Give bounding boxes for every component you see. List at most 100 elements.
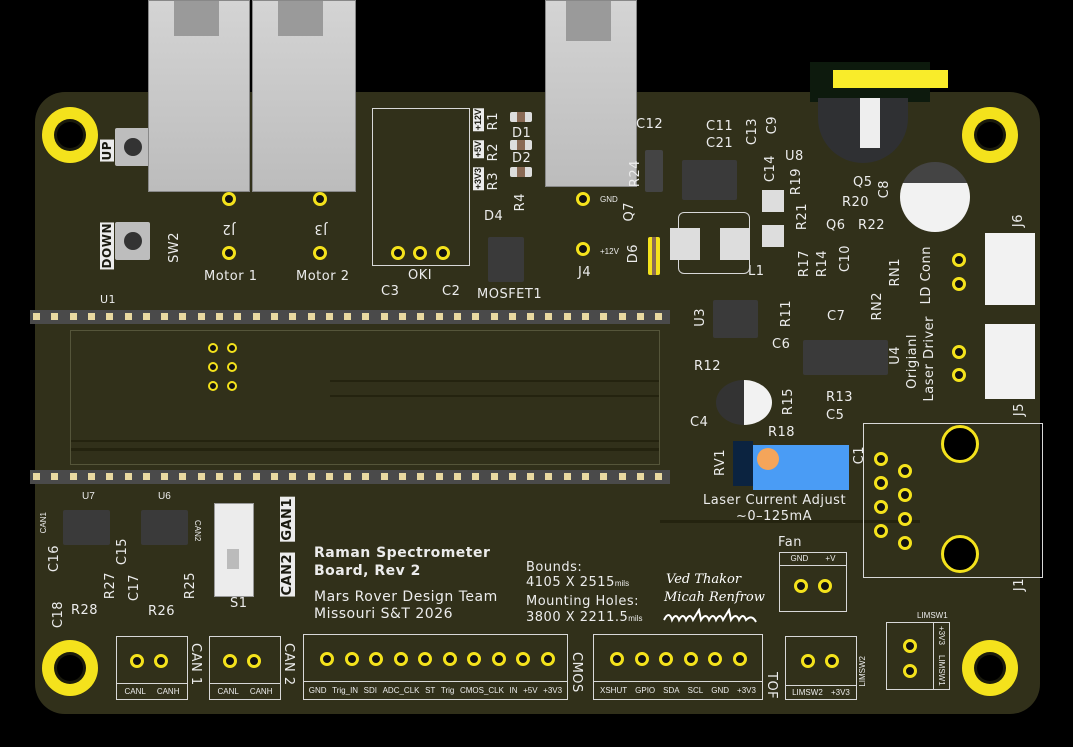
u1-pad	[208, 381, 218, 391]
header-pin	[655, 313, 663, 320]
j4-pad-gnd	[576, 192, 590, 206]
j6-connector	[985, 233, 1035, 305]
can2-small-label: CAN2	[193, 520, 202, 542]
header-pin	[362, 313, 370, 320]
header-pin	[545, 473, 553, 480]
u6-label: U6	[158, 491, 171, 502]
u1-pad	[208, 343, 218, 353]
tof-pin-label: SCL	[687, 686, 704, 695]
trace	[330, 395, 660, 397]
header-pin	[636, 473, 644, 480]
r25-label: R25	[183, 572, 198, 600]
laser-range-label: ~0–125mA	[736, 509, 813, 524]
can2-pad	[247, 654, 261, 668]
r11-label: R11	[779, 300, 794, 328]
header-pin	[33, 313, 40, 320]
tof-pin-label: GND	[711, 686, 729, 695]
up-button[interactable]	[115, 128, 150, 166]
j5-pad	[952, 345, 966, 359]
header-pin	[106, 473, 114, 480]
header-pin	[234, 473, 242, 480]
led-d2	[510, 140, 532, 150]
rn1-label: RN1	[888, 258, 903, 287]
c3-label: C3	[381, 284, 400, 299]
cmos-pin-label: +3V3	[543, 686, 563, 695]
header-pin	[563, 313, 571, 320]
down-button[interactable]	[115, 222, 150, 260]
team-name: Mars Rover Design Team	[314, 589, 498, 605]
tof-pin-label: XSHUT	[600, 686, 628, 695]
can1-pad	[154, 654, 168, 668]
s1-can-switch[interactable]	[214, 503, 254, 597]
rn2-label: RN2	[870, 292, 885, 321]
cmos-pad	[442, 652, 457, 666]
inductor-pad	[670, 228, 700, 260]
header-pin	[124, 313, 132, 320]
header-pin	[453, 313, 461, 320]
rv1-potentiometer[interactable]	[753, 445, 849, 490]
u8-label: U8	[785, 149, 804, 164]
j1-pin	[898, 488, 912, 502]
r24-label: R24	[628, 160, 643, 188]
j1-outline	[863, 423, 1043, 578]
c21-label: C21	[706, 136, 734, 151]
c8-capacitor	[900, 162, 970, 232]
d4-label: D4	[484, 209, 504, 224]
header-pin	[490, 313, 498, 320]
header-pin	[618, 473, 626, 480]
j5-label: J5	[1012, 403, 1027, 417]
j1-pin	[898, 536, 912, 550]
r26-label: R26	[148, 604, 176, 619]
c2-label: C2	[442, 284, 461, 299]
c5-label: C5	[826, 408, 845, 423]
tof-pad	[732, 652, 747, 666]
j4-pad-12v	[576, 242, 590, 256]
can1-label: CAN 1	[188, 643, 203, 686]
j2-label: J2	[222, 221, 236, 236]
j5-connector	[985, 324, 1035, 399]
r24-resistor	[645, 150, 663, 192]
header-pin	[69, 313, 77, 320]
u7-label: U7	[82, 491, 95, 502]
header-pin	[179, 473, 187, 480]
r21-label: R21	[795, 203, 810, 231]
mosfet-chip	[488, 237, 524, 282]
rv1-adjust-screw[interactable]	[757, 448, 779, 470]
header-pin	[87, 473, 95, 480]
motor2-connector	[252, 0, 356, 192]
u4-chip	[803, 340, 888, 375]
tof-pin-label: SDA	[663, 686, 680, 695]
can2-label: CAN2	[280, 553, 295, 597]
header-pin	[252, 473, 260, 480]
cmos-pad	[320, 652, 334, 666]
header-pin	[417, 313, 425, 320]
limsw2-label: LIMSW2	[858, 656, 867, 687]
signature-scribble	[663, 608, 757, 623]
r12-label: R12	[694, 359, 722, 374]
r13-label: R13	[826, 390, 854, 405]
j3-label: J3	[314, 221, 328, 236]
u3-chip	[713, 300, 758, 338]
c7-label: C7	[827, 309, 846, 324]
bounds-label: Bounds:	[526, 560, 583, 575]
can2-label: CAN 2	[281, 643, 296, 686]
motor1-connector	[148, 0, 250, 192]
j4-power-connector	[545, 0, 637, 187]
tof-pin-label: +3V3	[737, 686, 756, 695]
fan-pin-labels: GND +V	[782, 555, 844, 563]
j1-pin	[874, 524, 888, 538]
header-pin	[289, 473, 297, 480]
header-pin	[380, 473, 388, 480]
header-pin	[270, 313, 278, 320]
header-pin	[399, 473, 406, 480]
header-pin	[142, 473, 150, 480]
c15-label: C15	[115, 538, 130, 566]
j2-pad	[222, 192, 236, 206]
cmos-label: CMOS	[569, 652, 584, 693]
header-pin	[582, 313, 589, 320]
header-pin	[600, 313, 608, 320]
led-d1	[510, 112, 532, 122]
gan1-label: GAN1	[280, 497, 295, 542]
board-title-line1: Raman Spectrometer	[314, 545, 491, 561]
